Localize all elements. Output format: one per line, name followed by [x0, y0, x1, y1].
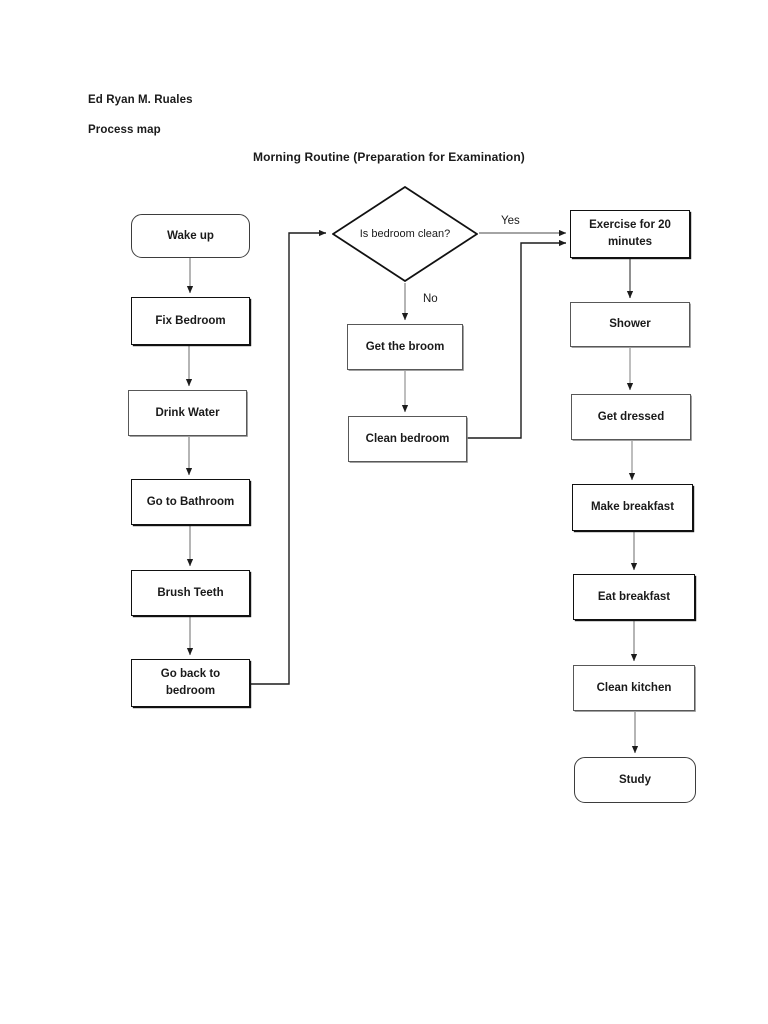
- author-name: Ed Ryan M. Ruales: [88, 94, 193, 106]
- node-label: Get the broom: [365, 340, 445, 353]
- node-label: Brush Teeth: [157, 586, 224, 599]
- node-fix-bedroom[interactable]: Fix Bedroom: [131, 297, 250, 345]
- node-label: Shower: [609, 318, 651, 331]
- node-is-bedroom-clean-decision[interactable]: Is bedroom clean?: [332, 186, 478, 282]
- node-brush-teeth[interactable]: Brush Teeth: [131, 570, 250, 616]
- node-eat-breakfast[interactable]: Eat breakfast: [573, 574, 695, 620]
- node-exercise-for-20-minutes[interactable]: Exercise for 20 minutes: [570, 210, 690, 258]
- node-get-the-broom[interactable]: Get the broom: [347, 324, 463, 370]
- node-go-to-bathroom[interactable]: Go to Bathroom: [131, 479, 250, 525]
- node-label: Wake up: [167, 229, 214, 242]
- node-label: Go to Bathroom: [146, 495, 235, 508]
- node-label: Eat breakfast: [597, 590, 671, 603]
- node-make-breakfast[interactable]: Make breakfast: [572, 484, 693, 531]
- node-go-back-to-bedroom[interactable]: Go back to bedroom: [131, 659, 250, 707]
- node-drink-water[interactable]: Drink Water: [128, 390, 247, 436]
- edge-gobackbedroom-to-decision: [250, 229, 327, 685]
- node-wake-up[interactable]: Wake up: [131, 214, 250, 258]
- node-label: Clean kitchen: [596, 681, 672, 694]
- node-label: Clean bedroom: [365, 432, 450, 445]
- document-subtitle: Process map: [88, 124, 161, 136]
- node-label: Exercise for 20 minutes: [589, 219, 671, 248]
- node-label: Is bedroom clean?: [359, 227, 451, 240]
- node-label: Make breakfast: [590, 501, 675, 514]
- node-label: Go back to bedroom: [160, 668, 221, 697]
- node-clean-bedroom[interactable]: Clean bedroom: [348, 416, 467, 462]
- node-label: Fix Bedroom: [155, 314, 226, 327]
- node-label: Get dressed: [597, 410, 665, 423]
- node-shower[interactable]: Shower: [570, 302, 690, 347]
- edge-label-yes: Yes: [501, 215, 520, 227]
- edge-label-no: No: [423, 293, 438, 305]
- node-study[interactable]: Study: [574, 757, 696, 803]
- node-clean-kitchen[interactable]: Clean kitchen: [573, 665, 695, 711]
- node-label: Drink Water: [155, 406, 220, 419]
- edge-cleanbedroom-to-exercise: [467, 239, 567, 439]
- node-get-dressed[interactable]: Get dressed: [571, 394, 691, 440]
- diagram-title: Morning Routine (Preparation for Examina…: [253, 150, 525, 164]
- node-label: Study: [619, 773, 651, 786]
- diamond-shape: [332, 186, 478, 282]
